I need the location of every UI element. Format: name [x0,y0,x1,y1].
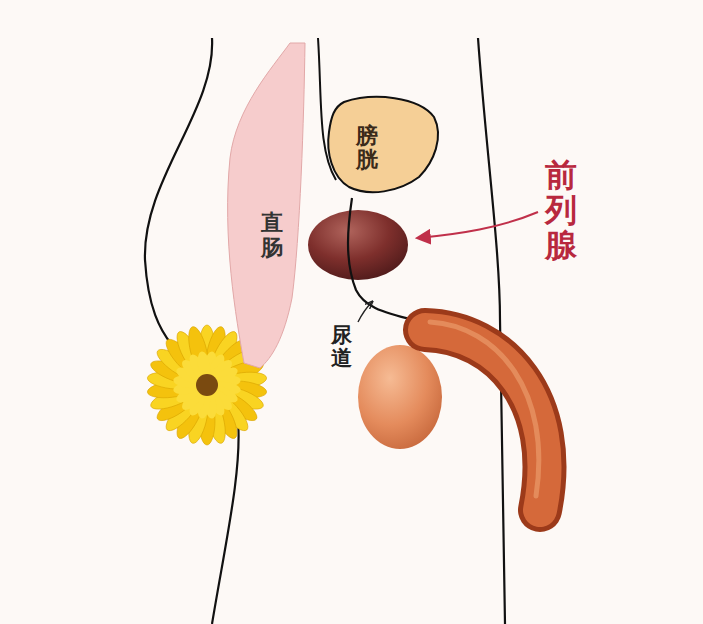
rectum-node: 直肠 [222,38,314,373]
bladder-shape [328,97,438,192]
leader-arrow [418,212,538,238]
callout-label: 前列腺 [545,158,577,264]
urethra-line [348,198,414,320]
organ-label: 直肠 [261,211,283,259]
label-holder: 前列腺 [545,158,577,264]
label-holder: 尿道 [331,324,352,370]
penis-shape [425,330,544,510]
body-outline [145,38,212,345]
rectum-shape [228,43,305,368]
body-outline [212,420,239,624]
leader-arrow [358,302,372,322]
urethra-label: 尿道 [331,324,352,370]
rectum-shape [222,38,314,373]
organ-label: 膀胱 [356,124,378,172]
penis-highlight [430,322,539,496]
bladder-shape [324,92,442,200]
bladder-node: 膀胱 [324,92,442,200]
flower-center [196,374,218,396]
prostate-shape [308,210,408,280]
penis-shape [425,330,544,510]
testis-shape [358,345,442,449]
